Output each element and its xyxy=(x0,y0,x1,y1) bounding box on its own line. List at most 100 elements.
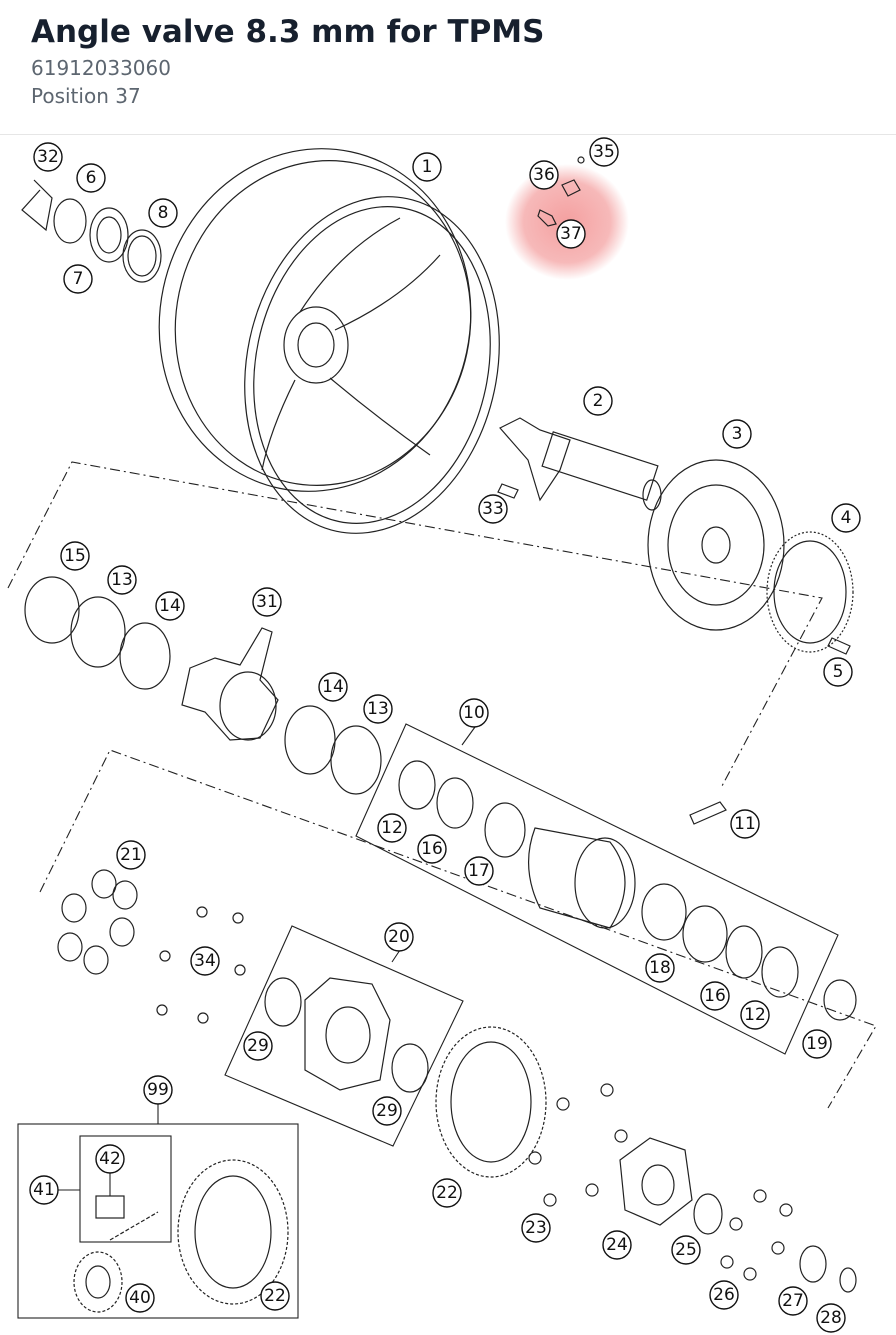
svg-text:32: 32 xyxy=(37,147,59,167)
svg-text:22: 22 xyxy=(264,1286,286,1306)
svg-text:28: 28 xyxy=(820,1308,842,1328)
callout-37[interactable]: 37 xyxy=(556,219,586,249)
callout-24[interactable]: 24 xyxy=(602,1230,632,1260)
svg-text:4: 4 xyxy=(841,508,852,528)
svg-text:26: 26 xyxy=(713,1285,735,1305)
callout-25[interactable]: 25 xyxy=(671,1235,701,1265)
svg-text:5: 5 xyxy=(833,662,844,682)
position-label: Position 37 xyxy=(31,84,141,108)
svg-text:31: 31 xyxy=(256,592,278,612)
part-number: 61912033060 xyxy=(31,56,171,80)
callout-42[interactable]: 42 xyxy=(95,1144,125,1174)
svg-text:20: 20 xyxy=(388,927,410,947)
svg-text:10: 10 xyxy=(463,703,485,723)
callout-34[interactable]: 34 xyxy=(190,946,220,976)
svg-text:18: 18 xyxy=(649,958,671,978)
callout-6[interactable]: 6 xyxy=(76,163,106,193)
svg-text:15: 15 xyxy=(64,546,86,566)
callout-16[interactable]: 16 xyxy=(417,834,447,864)
abs-sensor-ring xyxy=(766,531,854,653)
callout-29[interactable]: 29 xyxy=(243,1031,273,1061)
svg-text:29: 29 xyxy=(247,1036,269,1056)
callout-2[interactable]: 2 xyxy=(583,386,613,416)
svg-text:23: 23 xyxy=(525,1218,547,1238)
svg-text:8: 8 xyxy=(158,203,169,223)
svg-text:37: 37 xyxy=(560,224,582,244)
rear-sprockets xyxy=(177,1026,547,1305)
part-title: Angle valve 8.3 mm for TPMS xyxy=(31,14,545,50)
svg-text:12: 12 xyxy=(744,1005,766,1025)
callout-19[interactable]: 19 xyxy=(802,1029,832,1059)
callout-29-b[interactable]: 29 xyxy=(372,1096,402,1126)
callout-10[interactable]: 10 xyxy=(459,698,489,728)
callout-23[interactable]: 23 xyxy=(521,1213,551,1243)
callout-35[interactable]: 35 xyxy=(589,137,619,167)
callout-26[interactable]: 26 xyxy=(709,1280,739,1310)
callout-27[interactable]: 27 xyxy=(778,1286,808,1316)
svg-text:3: 3 xyxy=(732,424,743,444)
svg-text:19: 19 xyxy=(806,1034,828,1054)
callout-28[interactable]: 28 xyxy=(816,1303,846,1333)
callout-99[interactable]: 99 xyxy=(143,1075,173,1105)
callout-14-b[interactable]: 14 xyxy=(318,672,348,702)
callout-14[interactable]: 14 xyxy=(155,591,185,621)
sprocket-carrier xyxy=(264,977,429,1093)
rings-and-seals xyxy=(24,576,382,795)
svg-text:13: 13 xyxy=(367,699,389,719)
page-header: Angle valve 8.3 mm for TPMS 61912033060 … xyxy=(0,0,896,135)
svg-text:11: 11 xyxy=(734,814,756,834)
tpms-valve-parts xyxy=(537,156,585,227)
svg-text:29: 29 xyxy=(376,1101,398,1121)
callout-20[interactable]: 20 xyxy=(384,922,414,952)
callout-33[interactable]: 33 xyxy=(478,494,508,524)
callout-17[interactable]: 17 xyxy=(464,856,494,886)
callout-18[interactable]: 18 xyxy=(645,953,675,983)
callout-16-b[interactable]: 16 xyxy=(700,981,730,1011)
svg-text:24: 24 xyxy=(606,1235,628,1255)
svg-text:41: 41 xyxy=(33,1180,55,1200)
callout-4[interactable]: 4 xyxy=(831,503,861,533)
callout-11[interactable]: 11 xyxy=(730,809,760,839)
carrier-assembly-frame xyxy=(224,925,464,1147)
callout-31[interactable]: 31 xyxy=(252,587,282,617)
callout-32[interactable]: 32 xyxy=(33,142,63,172)
callout-22-b[interactable]: 22 xyxy=(260,1281,290,1311)
svg-text:33: 33 xyxy=(482,499,504,519)
hub-axle xyxy=(499,417,662,511)
svg-text:35: 35 xyxy=(593,142,615,162)
cush-drive-and-bolts xyxy=(57,869,246,1024)
callout-15[interactable]: 15 xyxy=(60,541,90,571)
svg-text:36: 36 xyxy=(533,165,555,185)
svg-text:12: 12 xyxy=(381,818,403,838)
callout-3[interactable]: 3 xyxy=(722,419,752,449)
callout-22[interactable]: 22 xyxy=(432,1178,462,1208)
callout-7[interactable]: 7 xyxy=(63,264,93,294)
exploded-parts-diagram: 32 6 8 7 1 36 35 37 2 3 33 4 5 15 13 14 … xyxy=(7,137,877,1333)
svg-text:7: 7 xyxy=(73,269,84,289)
bolts xyxy=(497,483,851,655)
kit-42-frame xyxy=(79,1135,172,1243)
callout-13[interactable]: 13 xyxy=(107,565,137,595)
callout-12-b[interactable]: 12 xyxy=(740,1000,770,1030)
leader-lines xyxy=(58,726,476,1196)
callout-36[interactable]: 36 xyxy=(529,160,559,190)
brake-disc xyxy=(647,459,785,631)
callout-41[interactable]: 41 xyxy=(29,1175,59,1205)
svg-text:21: 21 xyxy=(120,845,142,865)
callout-13-b[interactable]: 13 xyxy=(363,694,393,724)
rear-wheel-rim xyxy=(158,148,500,534)
svg-text:27: 27 xyxy=(782,1291,804,1311)
callout-21[interactable]: 21 xyxy=(116,840,146,870)
svg-text:17: 17 xyxy=(468,861,490,881)
hub-assembly-parts xyxy=(398,760,857,1021)
small-parts-top-left xyxy=(21,179,162,283)
callout-12[interactable]: 12 xyxy=(377,813,407,843)
flange-and-fasteners xyxy=(528,1083,857,1293)
callout-1[interactable]: 1 xyxy=(412,152,442,182)
callout-8[interactable]: 8 xyxy=(148,198,178,228)
svg-text:16: 16 xyxy=(421,839,443,859)
callout-5[interactable]: 5 xyxy=(823,657,853,687)
callout-40[interactable]: 40 xyxy=(125,1283,155,1313)
svg-text:25: 25 xyxy=(675,1240,697,1260)
svg-text:1: 1 xyxy=(422,157,433,177)
